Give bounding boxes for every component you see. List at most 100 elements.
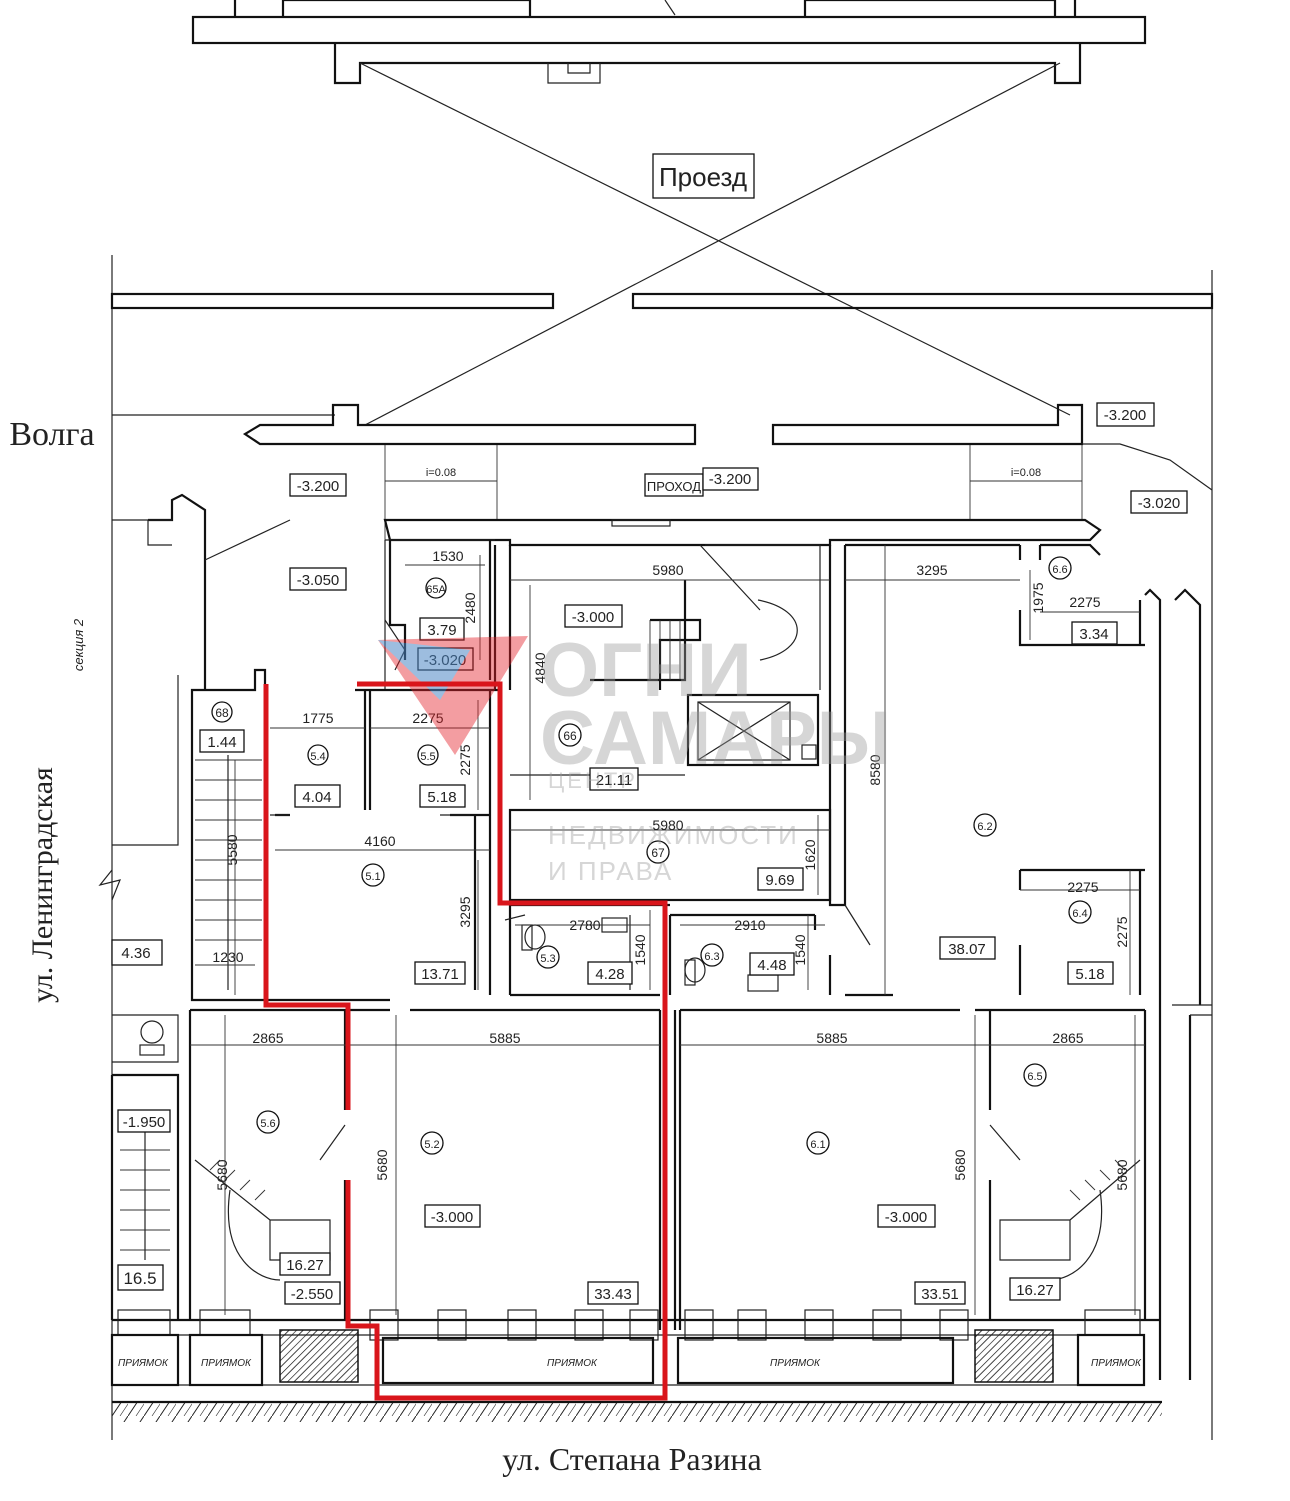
svg-text:ПРОХОД: ПРОХОД	[647, 479, 701, 494]
proezd-label-box	[652, 153, 755, 199]
room-5.4: 5.4 4.04	[294, 744, 341, 808]
passage-cross	[359, 62, 1071, 426]
room-66: 66 21.11	[558, 723, 639, 791]
dimension-values: 1530 2480 5980 4840 3295 1975 2275 8580 …	[212, 548, 1130, 1191]
svg-text:5.5: 5.5	[420, 751, 435, 763]
basement-walls	[110, 493, 1212, 1422]
entrance-levels: -3.200 -3.200 ПРОХОД -3.200 -3.020	[289, 402, 1188, 514]
svg-text:5580: 5580	[224, 834, 240, 865]
svg-text:13.71: 13.71	[421, 966, 459, 983]
svg-text:2275: 2275	[1114, 916, 1130, 947]
svg-text:-3.050: -3.050	[297, 572, 340, 589]
room-6.3: 6.3 4.48	[700, 943, 795, 976]
svg-text:5.18: 5.18	[427, 789, 456, 806]
svg-text:i=0.08: i=0.08	[426, 467, 456, 479]
svg-text:САМАРЫ: САМАРЫ	[540, 696, 891, 781]
svg-text:-3.000: -3.000	[885, 1209, 928, 1226]
highlighted-area-outline	[345, 681, 668, 1401]
upper-building	[191, 0, 1147, 85]
svg-text:3.79: 3.79	[427, 622, 456, 639]
svg-text:-3.200: -3.200	[709, 471, 752, 488]
proezd-label: Проезд	[659, 162, 747, 192]
street-stepana-razina: ул. Степана Разина	[502, 1441, 761, 1477]
svg-text:5680: 5680	[952, 1149, 968, 1180]
watermark-logo	[378, 636, 528, 755]
svg-text:5.18: 5.18	[1075, 966, 1104, 983]
room-6.2: 6.2 38.07	[939, 813, 997, 960]
svg-text:1775: 1775	[302, 710, 333, 726]
room-6.5: 6.5 16.27	[1009, 1063, 1061, 1301]
pit-labels: ПРИЯМОК ПРИЯМОК ПРИЯМОК ПРИЯМОК ПРИЯМОК	[118, 1358, 1142, 1369]
svg-text:1540: 1540	[632, 934, 648, 965]
svg-text:-3.200: -3.200	[1104, 407, 1147, 424]
svg-text:5980: 5980	[652, 562, 683, 578]
svg-text:5.2: 5.2	[424, 1139, 439, 1151]
left-column: 4.36 -1.950 16.5	[98, 755, 262, 1320]
svg-text:16.27: 16.27	[1016, 1282, 1054, 1299]
svg-text:ПРИЯМОК: ПРИЯМОК	[547, 1358, 598, 1369]
svg-text:6.3: 6.3	[704, 951, 719, 963]
svg-text:3295: 3295	[916, 562, 947, 578]
svg-text:5680: 5680	[214, 1159, 230, 1190]
room-67: 67 9.69	[646, 840, 804, 891]
svg-text:4160: 4160	[364, 833, 395, 849]
watermark-text: ОГНИ САМАРЫ ЦЕНТР НЕДВИЖИМОСТИ И ПРАВА	[540, 628, 891, 886]
svg-text:67: 67	[651, 846, 665, 860]
svg-text:9.69: 9.69	[765, 872, 794, 889]
svg-text:16.5: 16.5	[123, 1269, 156, 1288]
svg-text:21.11: 21.11	[596, 772, 632, 789]
svg-text:3295: 3295	[457, 896, 473, 927]
svg-text:-3.000: -3.000	[431, 1209, 474, 1226]
svg-text:5.6: 5.6	[260, 1118, 275, 1130]
room-68: 68 1.44	[199, 701, 245, 753]
svg-text:5.4: 5.4	[310, 751, 325, 763]
room-5.1: 5.1 13.71	[361, 863, 466, 985]
svg-text:ПРИЯМОК: ПРИЯМОК	[201, 1358, 252, 1369]
svg-text:6.1: 6.1	[810, 1139, 825, 1151]
svg-text:1.44: 1.44	[207, 734, 236, 751]
svg-text:ПРИЯМОК: ПРИЯМОК	[118, 1358, 169, 1369]
svg-text:-1.950: -1.950	[123, 1114, 166, 1131]
svg-text:66: 66	[563, 729, 577, 743]
svg-text:4.28: 4.28	[595, 966, 624, 983]
svg-text:2275: 2275	[1067, 879, 1098, 895]
svg-text:-3.200: -3.200	[297, 478, 340, 495]
svg-text:5885: 5885	[816, 1030, 847, 1046]
svg-text:3.34: 3.34	[1079, 626, 1108, 643]
svg-text:НЕДВИЖИМОСТИ: НЕДВИЖИМОСТИ	[548, 820, 799, 850]
street-leningradskaya: ул. Ленинградская	[26, 767, 59, 1003]
room-6.4: 6.4 5.18	[1067, 900, 1114, 985]
room-6.6: 6.6 3.34	[1048, 556, 1118, 645]
svg-text:ОГНИ: ОГНИ	[540, 628, 752, 713]
room-6.1: 6.1 33.51	[806, 1131, 966, 1305]
svg-text:8580: 8580	[867, 754, 883, 785]
room-65A: 65A 3.79	[419, 577, 465, 641]
svg-text:4840: 4840	[532, 652, 548, 683]
svg-text:-3.000: -3.000	[572, 609, 615, 626]
dimension-lines	[190, 545, 1145, 1315]
room-5.6: 5.6 16.27	[256, 1110, 331, 1276]
svg-text:И ПРАВА: И ПРАВА	[548, 856, 673, 886]
svg-text:2910: 2910	[734, 917, 765, 933]
logo-red-triangle	[378, 636, 528, 755]
svg-text:2480: 2480	[462, 592, 478, 623]
svg-text:16.27: 16.27	[286, 1257, 324, 1274]
svg-text:5.1: 5.1	[365, 871, 380, 883]
svg-text:38.07: 38.07	[948, 941, 986, 958]
slope-marks: i=0.08 i=0.08	[384, 445, 1083, 540]
entrance-canopies	[242, 403, 1213, 491]
svg-text:2780: 2780	[569, 917, 600, 933]
svg-text:4.48: 4.48	[757, 957, 786, 974]
svg-text:1540: 1540	[792, 934, 808, 965]
svg-text:1620: 1620	[802, 839, 818, 870]
svg-text:5680: 5680	[1114, 1159, 1130, 1190]
svg-text:ПРИЯМОК: ПРИЯМОК	[770, 1358, 821, 1369]
svg-text:33.43: 33.43	[594, 1286, 632, 1303]
svg-text:2275: 2275	[1069, 594, 1100, 610]
svg-text:1975: 1975	[1030, 582, 1046, 613]
svg-text:6.4: 6.4	[1072, 908, 1087, 920]
room-5.2: 5.2 33.43	[420, 1131, 639, 1305]
highlighted-area-outline-left	[263, 684, 351, 1110]
svg-text:2275: 2275	[457, 744, 473, 775]
